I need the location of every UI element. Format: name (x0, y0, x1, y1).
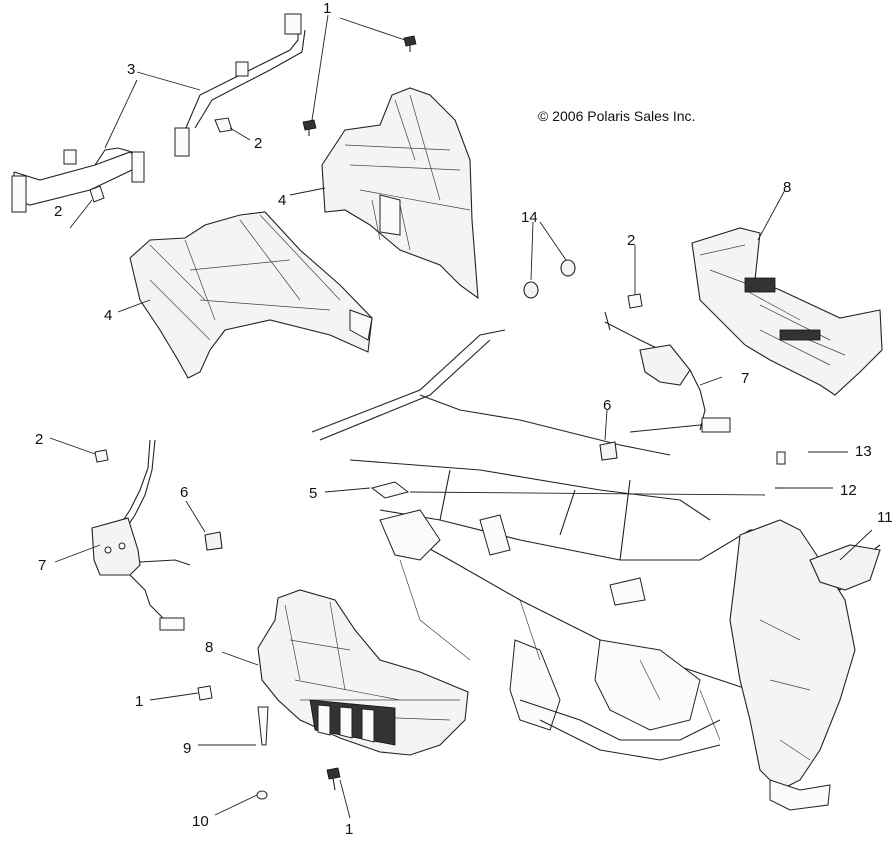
callout-2-a: 2 (254, 135, 262, 152)
copyright-text: © 2006 Polaris Sales Inc. (538, 108, 695, 124)
callout-1-mid: 1 (135, 693, 143, 710)
callout-12: 12 (840, 482, 857, 499)
part-8-lower-footwell (257, 589, 469, 756)
bushing-6-right (599, 441, 618, 461)
washer-10 (256, 790, 268, 800)
part-4-left-fender (129, 211, 373, 379)
bushing-14 (523, 259, 576, 299)
callout-4-b: 4 (104, 307, 112, 324)
part-3-support-bracket (11, 13, 306, 213)
callout-8-a: 8 (783, 179, 791, 196)
callout-9: 9 (183, 740, 191, 757)
part-8-right-footwell (691, 227, 883, 396)
fastener-2-d (94, 449, 109, 463)
callout-7-b: 7 (741, 370, 749, 387)
pad-5 (370, 481, 410, 499)
fastener-13 (776, 451, 786, 465)
callout-10: 10 (192, 813, 209, 830)
bushing-6-left (204, 531, 223, 551)
fastener-bolt-1-mid (302, 119, 317, 136)
callout-labels: 1 3 2 2 4 4 14 2 8 7 6 13 12 5 11 2 6 7 … (35, 0, 893, 838)
fastener-2-c (627, 293, 643, 309)
fastener-bolt-1-lower (197, 685, 213, 701)
callout-1-bottom: 1 (345, 821, 353, 837)
callout-6-a: 6 (180, 484, 188, 501)
callout-11: 11 (877, 509, 893, 526)
callout-13: 13 (855, 443, 872, 460)
callout-8-b: 8 (205, 639, 213, 656)
callout-1-top: 1 (323, 0, 331, 17)
part-7-right-bracket (604, 311, 731, 433)
fastener-2-b (89, 185, 105, 203)
callout-2-d: 2 (35, 431, 43, 448)
callout-3: 3 (127, 61, 135, 78)
fastener-bolt-1-top (403, 35, 417, 52)
callout-2-b: 2 (54, 203, 62, 220)
fastener-2-a (214, 117, 233, 133)
part-11-main-frame (311, 329, 881, 811)
callout-6-b: 6 (603, 397, 611, 414)
fastener-bolt-1-bottom (326, 767, 341, 791)
callout-2-c: 2 (627, 232, 635, 249)
callout-7-a: 7 (38, 557, 46, 574)
part-4-upper-fender (321, 87, 479, 300)
callout-14: 14 (521, 209, 538, 226)
part-7-left-bracket (91, 439, 191, 631)
callout-4-a: 4 (278, 192, 286, 209)
pin-9 (257, 706, 269, 746)
leader-lines (49, 14, 873, 819)
callout-5: 5 (309, 485, 317, 502)
